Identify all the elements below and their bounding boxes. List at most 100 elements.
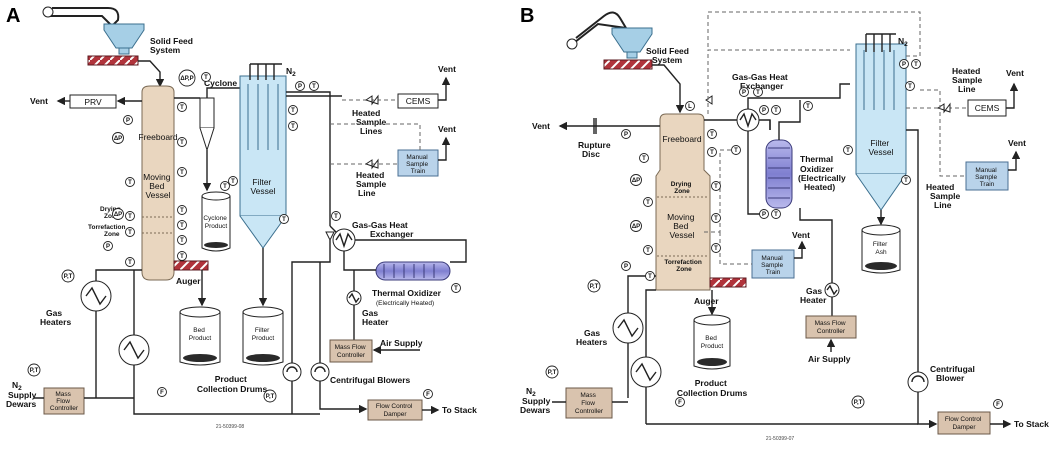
instrument-t-b-4: T bbox=[643, 197, 653, 207]
gas-gas-hx-label-b: Gas-Gas Heat Exchanger bbox=[732, 72, 790, 91]
svg-text:T: T bbox=[642, 156, 646, 162]
centrifugal-blower-b bbox=[907, 371, 929, 393]
instrument-t-b-8: T bbox=[711, 243, 721, 253]
filter-vessel-label-a: Filter Vessel bbox=[250, 177, 275, 196]
svg-text:ΔP: ΔP bbox=[632, 224, 640, 230]
feed-hopper-a bbox=[103, 23, 145, 49]
instrument-p-1: P bbox=[123, 115, 133, 125]
moving-bed-label-b: Moving Bed Vessel bbox=[667, 212, 697, 240]
vent-manual-right-label-b: Vent bbox=[1008, 138, 1026, 148]
air-supply-label-a: Air Supply bbox=[380, 338, 423, 348]
svg-text:T: T bbox=[914, 62, 918, 68]
rupture-disc-b bbox=[593, 118, 597, 134]
drying-zone-label-b: Drying Zone bbox=[671, 181, 693, 195]
cems-box-a bbox=[397, 93, 439, 109]
svg-text:T: T bbox=[180, 238, 184, 244]
bed-product-label-a: Bed Product bbox=[189, 327, 212, 342]
svg-text:P: P bbox=[762, 108, 766, 114]
instrument-t-b-9: T bbox=[645, 271, 655, 281]
vent-cems-label-a: Vent bbox=[438, 64, 456, 74]
svg-text:T: T bbox=[646, 200, 650, 206]
vent-manual-label-a: Vent bbox=[438, 124, 456, 134]
feed-auger-b bbox=[603, 59, 653, 70]
instrument-pt-blower: P,T bbox=[263, 389, 277, 403]
vent-left-label-b: Vent bbox=[532, 121, 550, 131]
mfc-n2-a bbox=[43, 387, 85, 415]
svg-text:T: T bbox=[180, 105, 184, 111]
instrument-l-b: L bbox=[685, 101, 695, 111]
bed-product-label-b: Bed Product bbox=[701, 335, 724, 350]
svg-text:T: T bbox=[734, 148, 738, 154]
panel-a-letter: A bbox=[6, 5, 20, 27]
bed-product-drum-a bbox=[179, 312, 221, 366]
vent-left-label-a: Vent bbox=[30, 96, 48, 106]
svg-text:T: T bbox=[204, 75, 208, 81]
svg-text:F: F bbox=[160, 390, 164, 396]
instrument-pt-b-n2: P,T bbox=[545, 365, 559, 379]
manual-sample-train-mid-b bbox=[751, 249, 795, 279]
svg-text:T: T bbox=[180, 170, 184, 176]
cems-label-b: CEMS bbox=[975, 103, 1000, 113]
heated-sample-lines-label-a: Heated Sample Lines bbox=[352, 108, 389, 136]
svg-text:F: F bbox=[678, 400, 682, 406]
instrument-t-b-7: T bbox=[711, 213, 721, 223]
product-collection-label-b: Product Collection Drums bbox=[677, 378, 748, 398]
panel-b-letter: B bbox=[520, 5, 534, 27]
svg-text:T: T bbox=[710, 132, 714, 138]
moving-bed-vessel-a bbox=[141, 85, 175, 281]
svg-text:P: P bbox=[298, 84, 302, 90]
svg-text:T: T bbox=[312, 84, 316, 90]
moving-bed-label-a: Moving Bed Vessel bbox=[143, 172, 173, 200]
manual-sample-train-right-b bbox=[965, 161, 1009, 191]
feed-conveyor-b bbox=[569, 11, 627, 47]
instrument-dpp-cyclone: ΔP,P bbox=[178, 69, 196, 87]
instrument-t-9: T bbox=[125, 227, 135, 237]
n2-supply-label-a: N2 Supply Dewars bbox=[6, 380, 39, 409]
svg-text:T: T bbox=[714, 216, 718, 222]
mfc-air-b bbox=[805, 315, 857, 339]
instrument-t-b-2: T bbox=[707, 147, 717, 157]
filter-ash-drum-b bbox=[861, 230, 901, 274]
instrument-p-filt: P bbox=[295, 81, 305, 91]
conveyor-roller-a bbox=[42, 6, 54, 18]
manual-sample-train-label-a: Manual Sample Train bbox=[406, 154, 430, 175]
svg-text:P: P bbox=[742, 90, 746, 96]
manual-sample-train-right-label-b: Manual Sample Train bbox=[975, 167, 999, 188]
instrument-t-2: T bbox=[177, 137, 187, 147]
svg-text:T: T bbox=[454, 286, 458, 292]
gas-heaters-label-b: Gas Heaters bbox=[576, 328, 607, 347]
svg-text:T: T bbox=[904, 178, 908, 184]
instrument-t-filt-3: T bbox=[228, 176, 238, 186]
instrument-t-hx: T bbox=[331, 211, 341, 221]
filter-product-label-a: Filter Product bbox=[252, 327, 275, 342]
instrument-p-b-ox-bot: P bbox=[759, 209, 769, 219]
heated-sample-line-label-a: Heated Sample Line bbox=[356, 170, 389, 198]
instruments-b: L P T T T ΔP ΔP T T T T T P T P,T P,T F … bbox=[545, 59, 1003, 409]
cyclone-product-label-a: Cyclone Product bbox=[203, 215, 228, 230]
instrument-f-n2: F bbox=[157, 387, 167, 397]
svg-text:P,T: P,T bbox=[854, 400, 863, 406]
solid-feed-label-b: Solid Feed System bbox=[646, 46, 691, 65]
svg-text:T: T bbox=[231, 179, 235, 185]
instrument-dp-1: ΔP bbox=[112, 132, 124, 144]
svg-text:T: T bbox=[180, 208, 184, 214]
instrument-t-b-filt4: T bbox=[901, 175, 911, 185]
cyclone-a bbox=[199, 97, 215, 129]
svg-text:T: T bbox=[774, 212, 778, 218]
svg-text:T: T bbox=[806, 104, 810, 110]
svg-text:T: T bbox=[646, 248, 650, 254]
svg-text:P: P bbox=[624, 264, 628, 270]
instrument-t-dryer: T bbox=[177, 251, 187, 261]
product-collection-label-a: Product Collection Drums bbox=[197, 374, 268, 394]
freeboard-label-a: Freeboard bbox=[138, 132, 177, 142]
instrument-t-filt-2: T bbox=[288, 121, 298, 131]
svg-text:F: F bbox=[426, 392, 430, 398]
instrument-t-5: T bbox=[177, 205, 187, 215]
bed-product-drum-b bbox=[693, 320, 731, 370]
instrument-pt-b-heaters: P,T bbox=[587, 279, 601, 293]
thermal-oxidizer-a bbox=[375, 261, 451, 281]
auger-label-a: Auger bbox=[176, 276, 201, 286]
svg-text:ΔP,P: ΔP,P bbox=[180, 76, 193, 82]
torrefaction-zone-label-b: Torrefaction Zone bbox=[664, 259, 703, 273]
instrument-p-b-hx: P bbox=[739, 87, 749, 97]
